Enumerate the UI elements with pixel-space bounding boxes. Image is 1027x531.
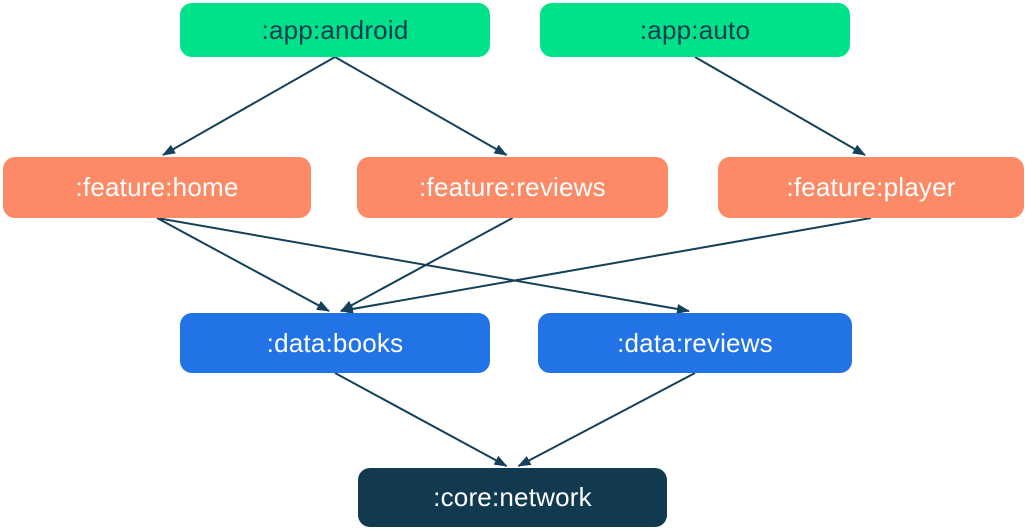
node-app-android: :app:android (180, 3, 490, 57)
node-label: :core:network (433, 482, 592, 512)
edge-feature-home-to-data-reviews (156, 217, 690, 314)
edge-feature-reviews-to-data-books (340, 217, 513, 312)
edge-feature-player-to-data-books (340, 217, 872, 314)
node-label: :feature:reviews (419, 172, 606, 202)
node-label: :data:reviews (617, 327, 773, 358)
node-label: :feature:home (75, 172, 239, 202)
node-label: :data:books (266, 327, 404, 358)
node-feature-player: :feature:player (718, 157, 1024, 218)
node-data-reviews: :data:reviews (538, 313, 852, 373)
edge-data-reviews-to-core-network (517, 372, 696, 467)
edge-feature-home-to-data-books (156, 217, 330, 312)
node-feature-home: :feature:home (3, 157, 311, 218)
node-label: :app:android (261, 14, 409, 45)
edge-data-books-to-core-network (334, 372, 508, 467)
node-core-network: :core:network (358, 468, 667, 527)
node-data-books: :data:books (180, 313, 490, 373)
edge-app-android-to-feature-reviews (334, 56, 508, 156)
node-label: :feature:player (786, 172, 956, 202)
node-feature-reviews: :feature:reviews (357, 157, 668, 218)
edge-app-auto-to-feature-player (694, 56, 866, 156)
edge-app-android-to-feature-home (162, 56, 336, 156)
node-app-auto: :app:auto (540, 3, 850, 57)
node-label: :app:auto (639, 14, 751, 45)
